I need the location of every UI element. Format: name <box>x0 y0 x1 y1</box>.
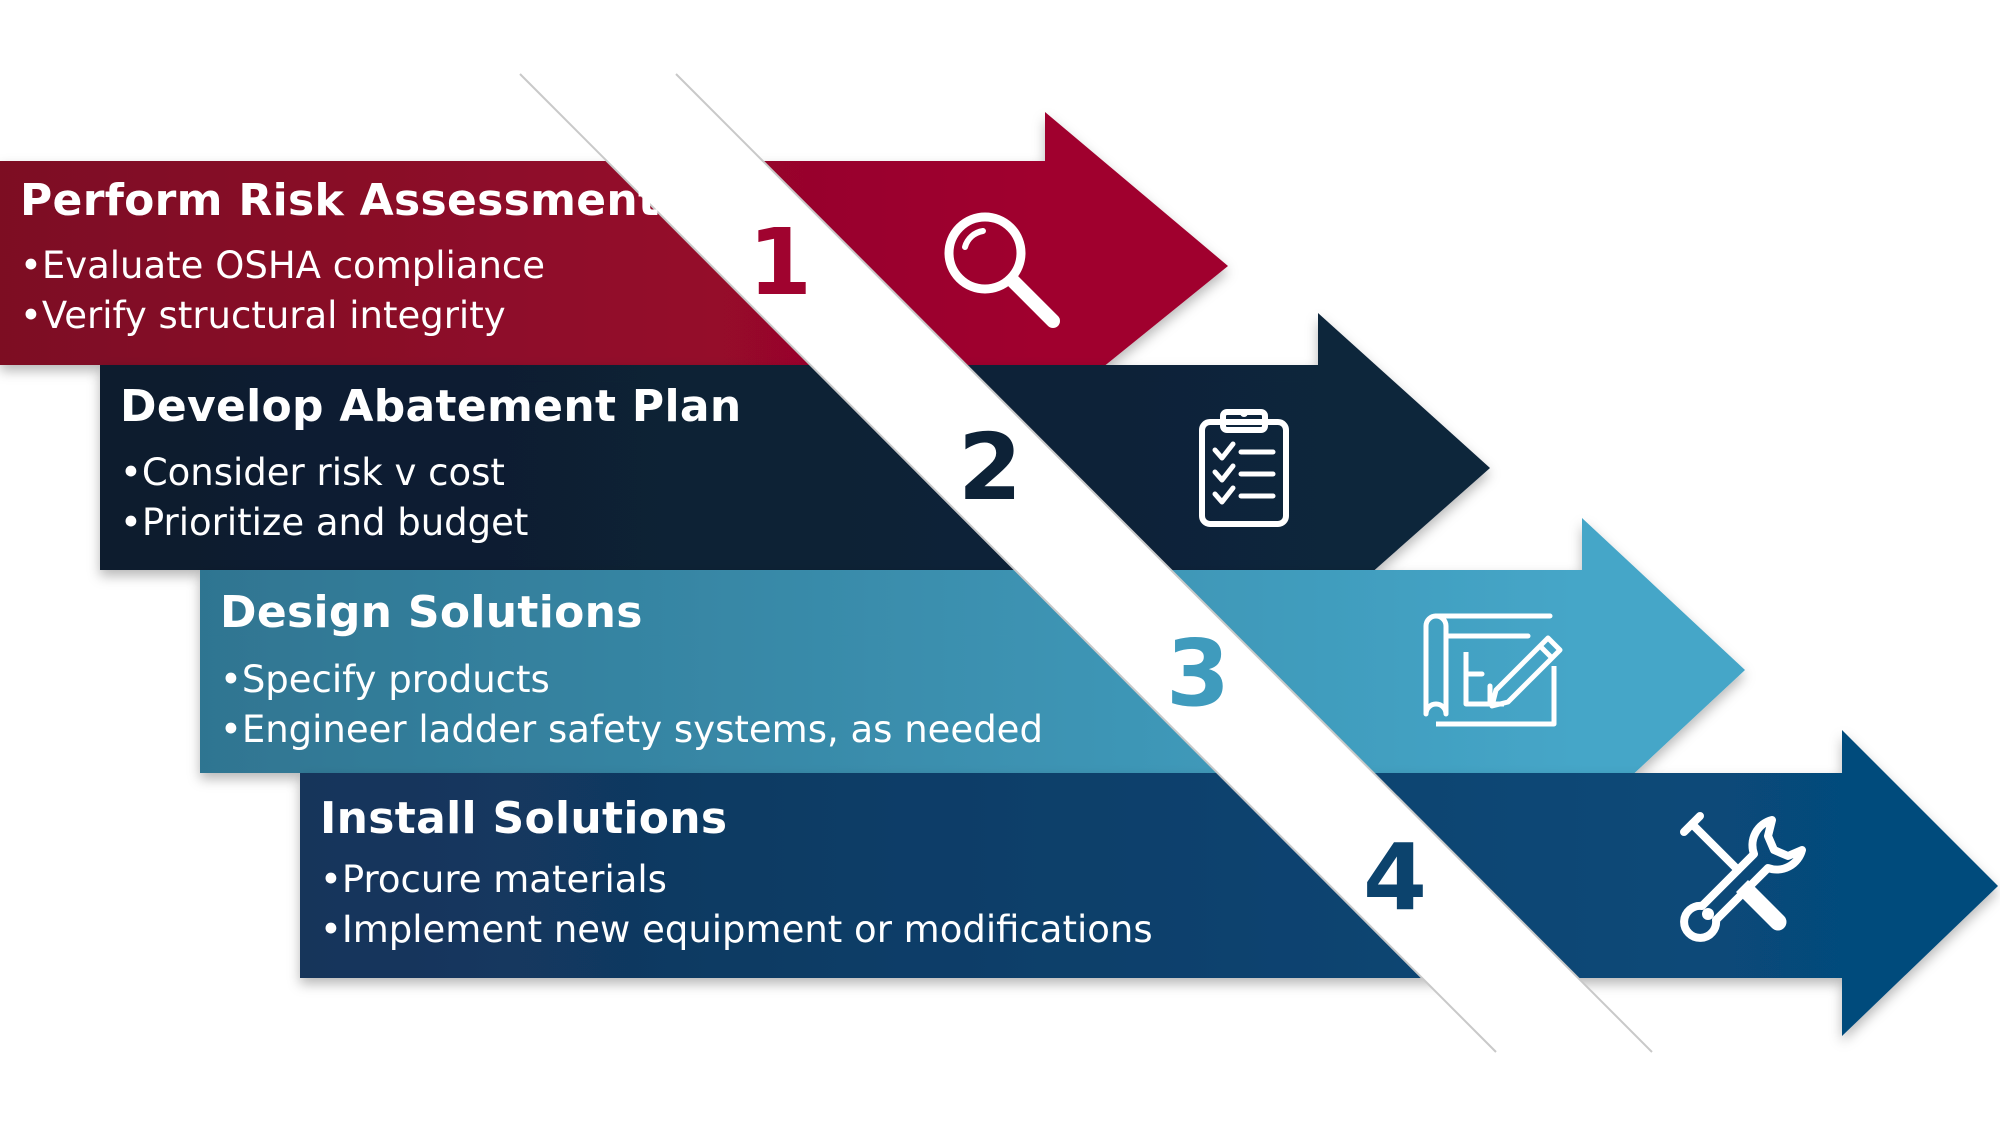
wrench-screwdriver-icon <box>1680 812 1806 942</box>
step2-title: Develop Abatement Plan <box>120 381 742 432</box>
step1-bullet-1: •Evaluate OSHA compliance <box>20 244 546 287</box>
step3-bullet-1: •Specify products <box>220 658 550 701</box>
step3-arrowhead <box>1582 518 1745 822</box>
magnifier-icon <box>944 212 1060 328</box>
step4-bullet-2: •Implement new equipment or modification… <box>320 908 1153 951</box>
step1-number: 1 <box>748 209 813 316</box>
step1-title: Perform Risk Assessment <box>20 175 660 226</box>
step3-bullet-2: •Engineer ladder safety systems, as need… <box>220 708 1043 751</box>
step2-arrowhead <box>1318 313 1490 620</box>
step3-number: 3 <box>1166 620 1231 727</box>
step4-number: 4 <box>1363 824 1428 931</box>
clipboard-checklist-icon <box>1199 409 1289 527</box>
step3-title: Design Solutions <box>220 587 643 638</box>
step4-title: Install Solutions <box>320 793 728 844</box>
step2-bullet-1: •Consider risk v cost <box>120 451 505 494</box>
step4-arrowhead <box>1842 730 1998 1036</box>
step1-bullet-2: •Verify structural integrity <box>20 294 506 337</box>
blueprint-pencil-icon <box>1423 613 1563 727</box>
step2-bullet-2: •Prioritize and budget <box>120 501 529 544</box>
diagonal-band <box>519 73 1653 1053</box>
step4-bullet-1: •Procure materials <box>320 858 667 901</box>
step2-number: 2 <box>958 414 1023 521</box>
step1-arrowhead <box>1045 112 1228 414</box>
